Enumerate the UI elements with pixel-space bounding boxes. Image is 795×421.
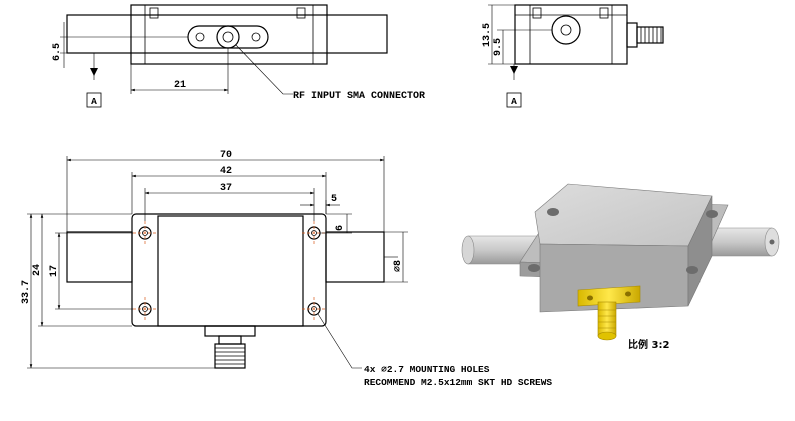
rf-input-callout: RF INPUT SMA CONNECTOR: [293, 91, 425, 102]
mounting-hole-br: [302, 297, 326, 321]
dim-6-5: 6.5: [52, 43, 63, 61]
mounting-holes-note: 4x ∅2.7 MOUNTING HOLES: [364, 364, 490, 375]
scale-label: 比例 3:2: [628, 338, 669, 351]
dim-17: 17: [49, 265, 60, 277]
dim-6: 6: [335, 225, 346, 231]
screws-note: RECOMMEND M2.5x12mm SKT HD SCREWS: [364, 377, 552, 388]
mounting-hole-bl: [133, 297, 157, 321]
dim-dia-8: ∅8: [393, 260, 404, 272]
mounting-hole-tl: [133, 221, 157, 245]
dim-5: 5: [331, 194, 337, 205]
dim-37: 37: [220, 183, 232, 194]
dim-24: 24: [32, 264, 43, 276]
dim-42: 42: [220, 166, 232, 177]
isometric-3d-view: 比例 3:2: [461, 183, 780, 351]
main-plan-view: 70 42 37 5 6 ∅8 33.7 24: [21, 150, 552, 388]
dim-9-5: 9.5: [493, 38, 504, 56]
dim-13-5: 13.5: [482, 23, 493, 47]
datum-a-left: A: [91, 96, 97, 107]
datum-a-right: A: [511, 96, 517, 107]
top-right-end-view: 13.5 9.5 A: [482, 4, 664, 108]
dim-70: 70: [220, 150, 232, 161]
top-left-side-view: 6.5 A 21 RF INPUT SMA CONNECTOR: [52, 4, 425, 108]
dim-21: 21: [174, 80, 186, 91]
dim-33-7: 33.7: [21, 280, 32, 304]
